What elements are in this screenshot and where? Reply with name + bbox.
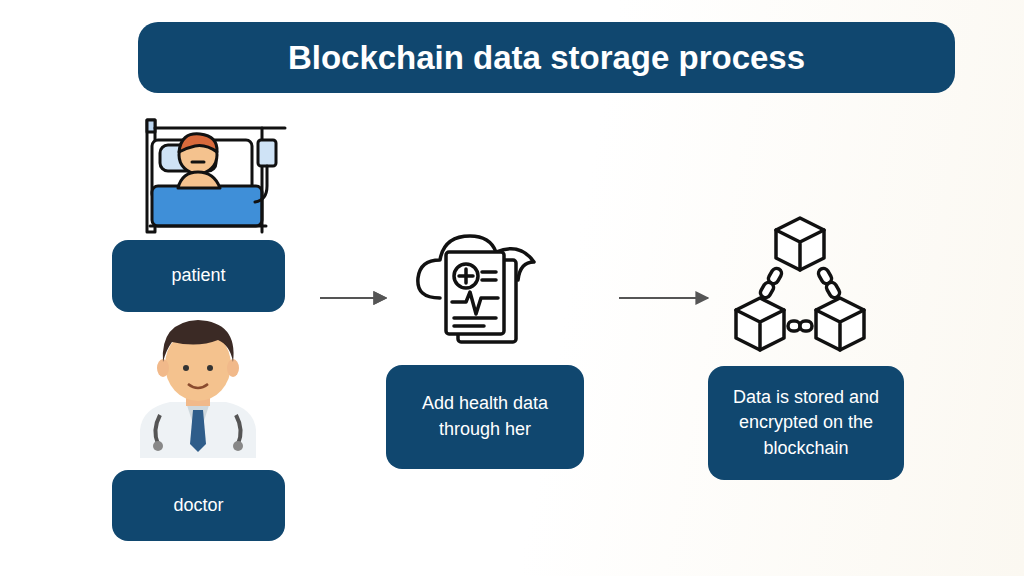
doctor-icon [140, 320, 256, 458]
process-box: Data is stored and encrypted on the bloc… [708, 366, 904, 480]
flow-arrow [320, 297, 386, 299]
blockchain-icon [736, 218, 864, 350]
title-banner: Blockchain data storage process [138, 22, 955, 93]
title-text: Blockchain data storage process [288, 39, 805, 77]
patient-icon [147, 120, 285, 232]
process-box: doctor [112, 470, 285, 541]
process-box: patient [112, 240, 285, 312]
box-label: patient [171, 263, 225, 289]
process-box: Add health data through her [386, 365, 584, 469]
flow-arrow [619, 297, 708, 299]
flow-arrow [320, 297, 386, 299]
cloud-document-icon [418, 236, 534, 342]
box-label: Data is stored and encrypted on the bloc… [720, 385, 892, 462]
box-label: Add health data through her [405, 391, 565, 442]
box-label: doctor [173, 493, 223, 519]
